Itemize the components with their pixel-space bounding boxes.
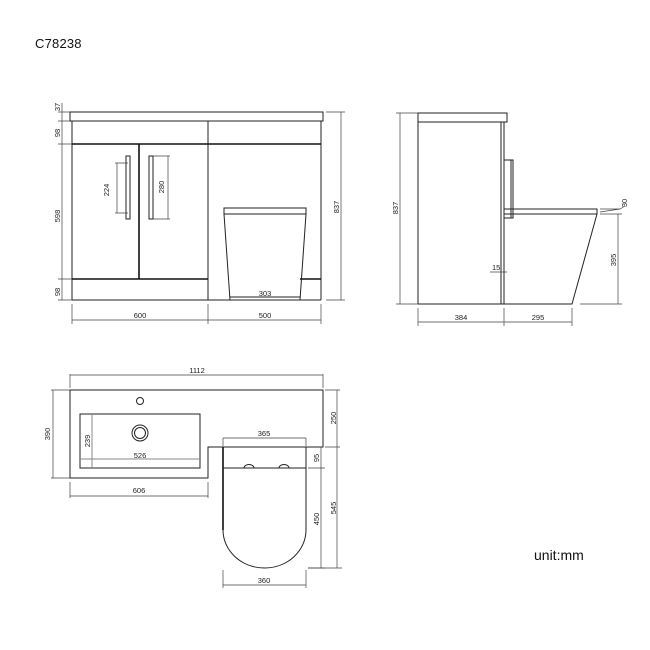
side-handle [504, 159, 514, 219]
dim-bowl-depth: 239 [83, 435, 92, 448]
dim-pan-height: 395 [609, 254, 618, 267]
product-code: C78238 [35, 36, 82, 51]
dim-bowl-width: 526 [134, 451, 147, 460]
plan-view: 239 526 1112 390 606 365 250 95 450 545 … [43, 366, 342, 588]
front-view: 224 280 303 37 98 598 98 837 600 500 [53, 103, 345, 324]
dim-cistern-gap: 95 [312, 454, 321, 462]
dim-front-height: 837 [332, 201, 341, 214]
dim-seat-width: 360 [258, 576, 271, 585]
dim-handle-left: 224 [102, 184, 111, 197]
door-handle-right [148, 155, 154, 220]
waste-outlet [131, 424, 149, 442]
side-view: 15 30 395 837 384 295 [391, 112, 629, 326]
dim-top-thickness: 37 [53, 103, 62, 111]
side-worktop [417, 112, 508, 123]
basin-bowl [79, 413, 201, 469]
dim-vanity-width: 600 [134, 311, 147, 320]
dim-wc-width: 500 [259, 311, 272, 320]
worktop [69, 111, 324, 122]
dim-overall-width: 1112 [189, 366, 205, 375]
toilet-pan-front [223, 213, 307, 301]
dim-plinth-top: 98 [53, 129, 62, 137]
dim-pan-length: 545 [329, 502, 338, 515]
seat-hinges [243, 464, 290, 469]
side-pan [504, 213, 598, 305]
toilet-seat-plan [222, 467, 307, 569]
dim-door-height: 598 [53, 210, 62, 223]
dim-vanity-width-plan: 606 [133, 486, 146, 495]
toilet-seat-front [223, 207, 307, 215]
dim-basin-depth: 390 [43, 428, 52, 441]
dim-pan-back-width: 365 [258, 429, 271, 438]
tap-hole [136, 397, 144, 405]
dim-pan-base: 303 [259, 289, 272, 298]
door-handle-left [125, 155, 131, 220]
dim-gap: 15 [492, 263, 500, 272]
dim-cabinet-depth: 384 [455, 313, 468, 322]
unit-label: unit:mm [534, 547, 584, 563]
dim-handle-right: 280 [157, 181, 166, 194]
dim-unit-depth: 250 [329, 412, 338, 425]
side-seat [504, 208, 598, 215]
dim-plinth-bottom: 98 [53, 288, 62, 296]
dim-pan-projection: 295 [532, 313, 545, 322]
dim-seat-length: 450 [312, 513, 321, 526]
dim-seat-thickness: 30 [620, 199, 629, 207]
dim-side-height: 837 [391, 202, 400, 215]
